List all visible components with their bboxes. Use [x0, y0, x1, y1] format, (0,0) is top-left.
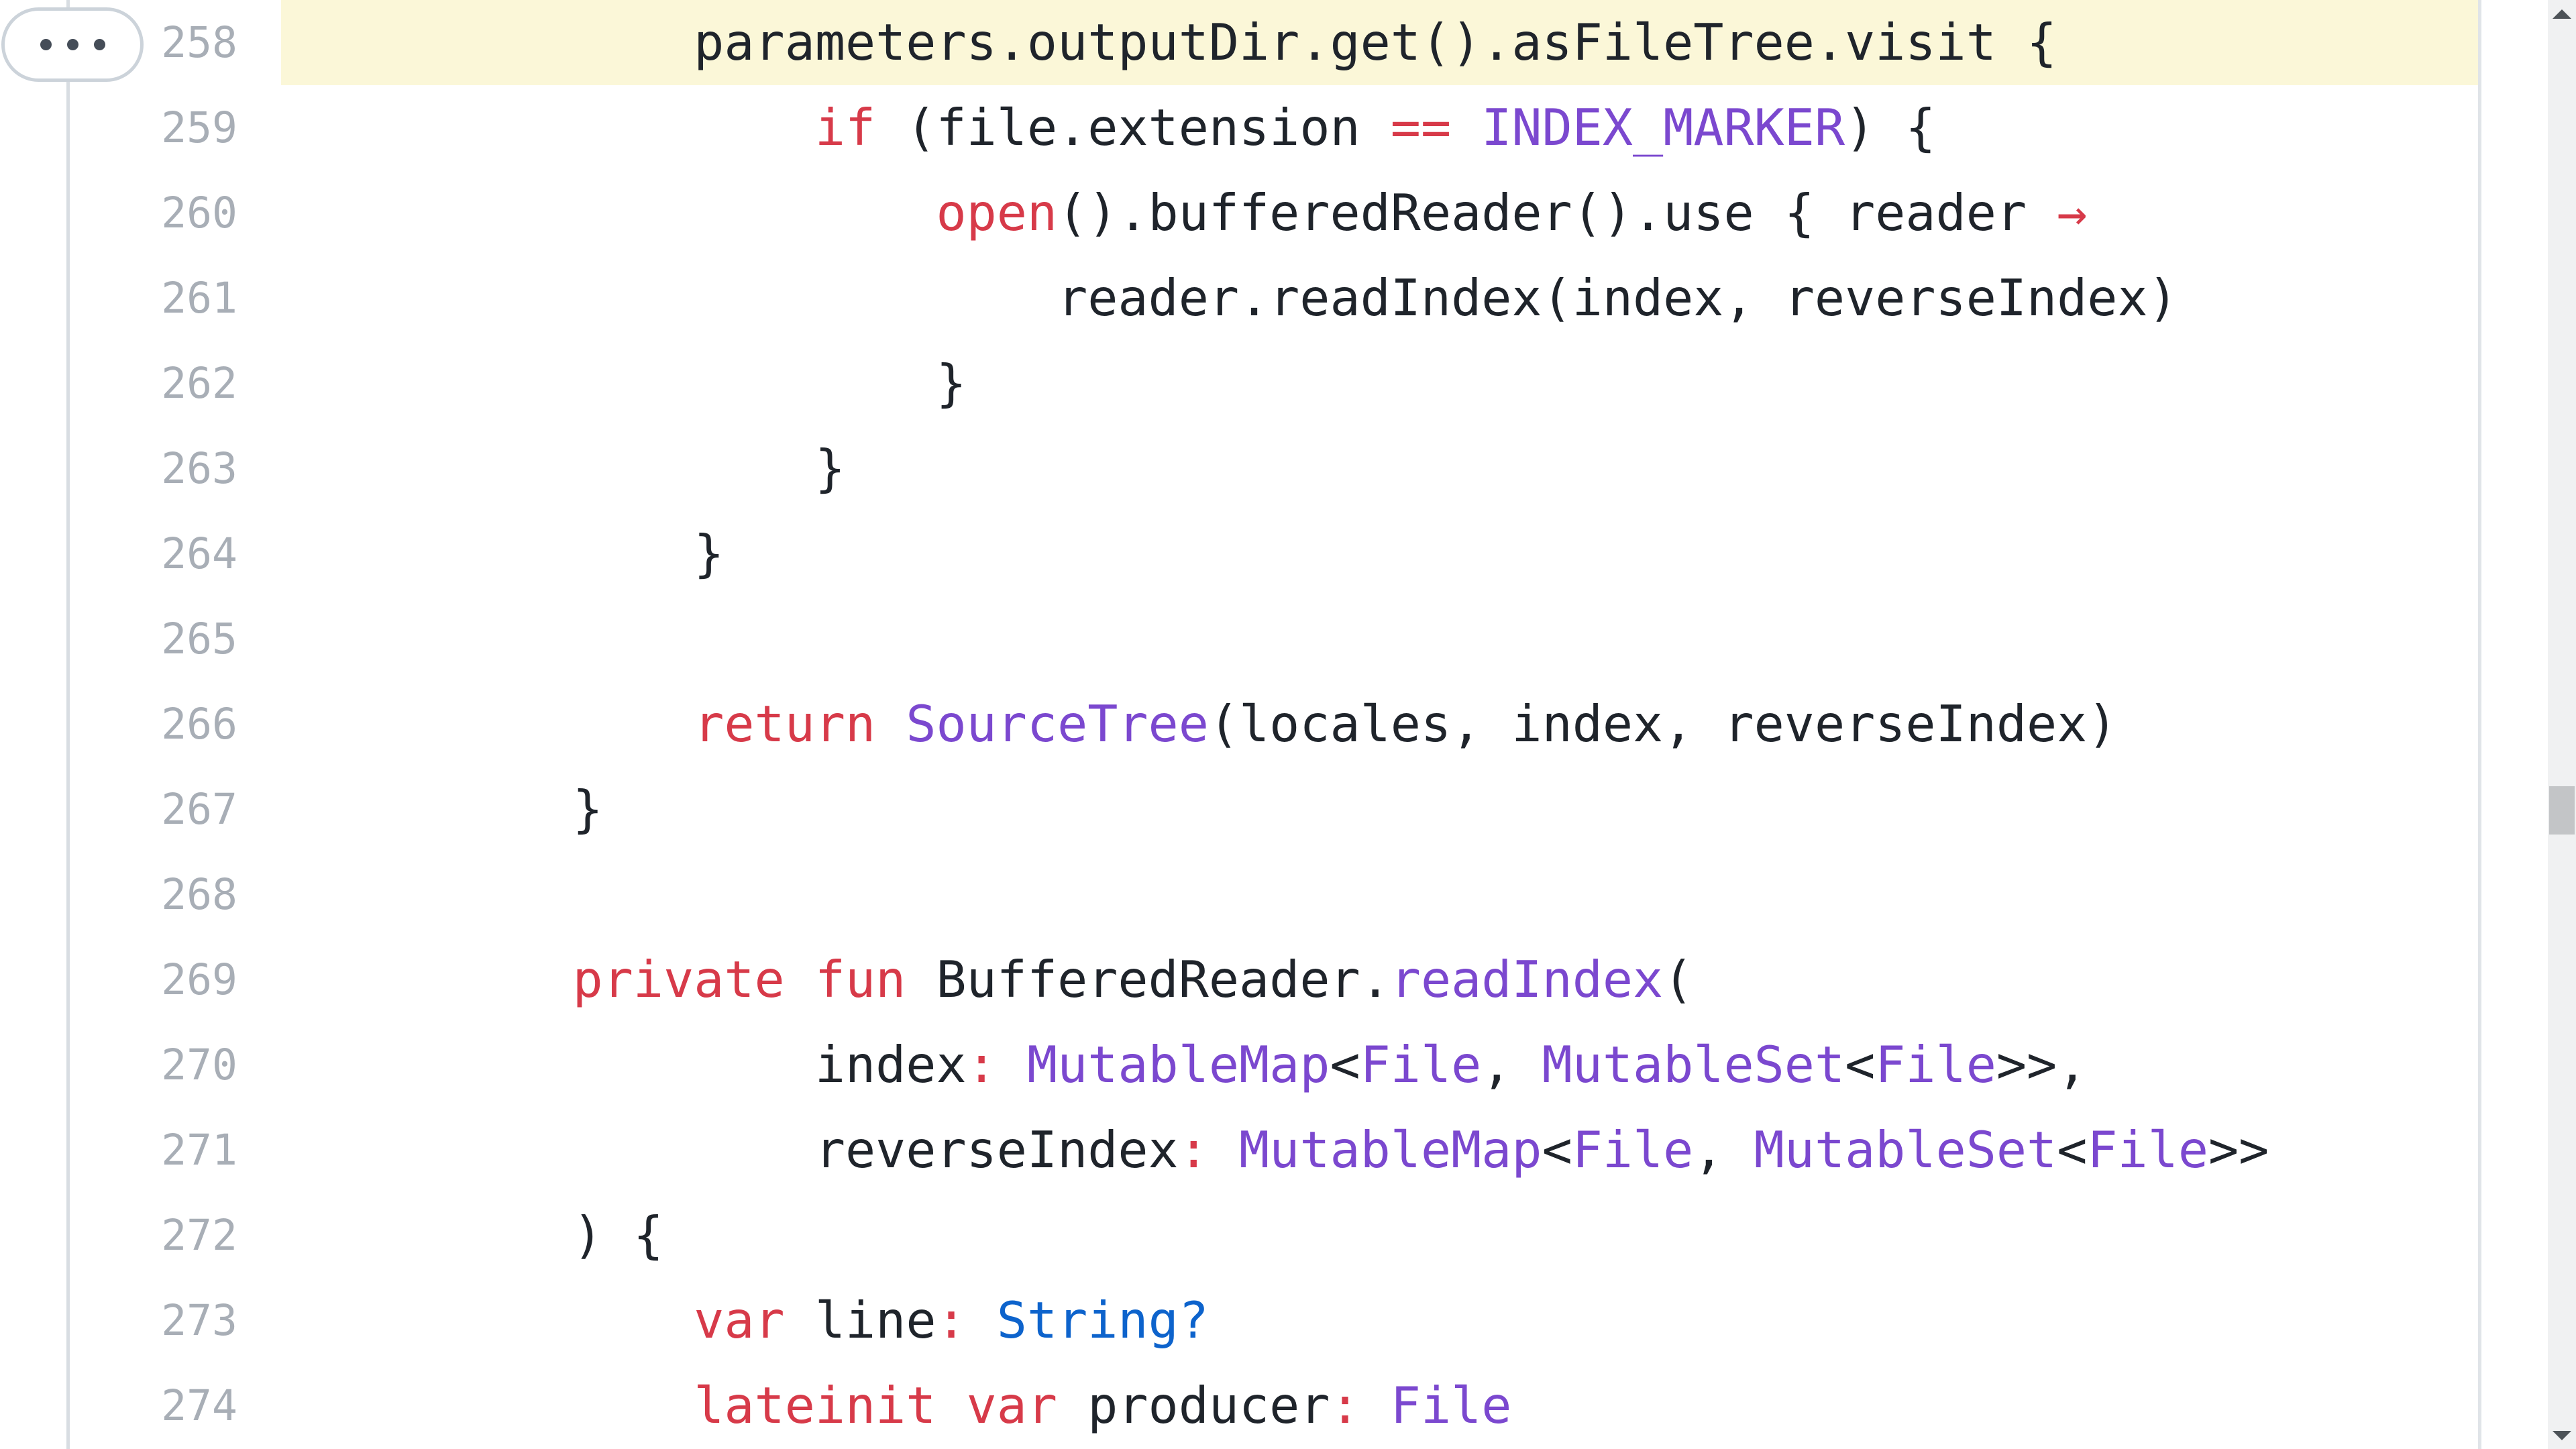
- code-line-row: 263 }: [0, 426, 2479, 511]
- code-text: }: [451, 780, 603, 839]
- line-number-gutter: 258: [0, 0, 281, 85]
- code-line-row: 261 reader.readIndex(index, reverseIndex…: [0, 256, 2479, 341]
- line-number[interactable]: 274: [161, 1381, 237, 1430]
- line-number[interactable]: 261: [161, 274, 237, 323]
- scrollbar-thumb[interactable]: [2549, 786, 2575, 835]
- line-number-gutter: 270: [0, 1022, 281, 1108]
- line-number-gutter: 261: [0, 256, 281, 341]
- code-text: if (file.extension == INDEX_MARKER) {: [814, 98, 1936, 157]
- line-number[interactable]: 272: [161, 1211, 237, 1260]
- code-line-row: 268: [0, 852, 2479, 937]
- code-line-row: 259 if (file.extension == INDEX_MARKER) …: [0, 85, 2479, 170]
- code-text: ) {: [451, 1205, 664, 1265]
- code-text: }: [451, 439, 845, 498]
- code-text: index: MutableMap<File, MutableSet<File>…: [451, 1035, 2088, 1094]
- line-number[interactable]: 263: [161, 444, 237, 493]
- line-number[interactable]: 265: [161, 614, 237, 663]
- vertical-scrollbar[interactable]: [2548, 0, 2576, 1449]
- line-number[interactable]: 270: [161, 1040, 237, 1089]
- code-lines: 258 parameters.outputDir.get().asFileTre…: [0, 0, 2479, 1448]
- line-number-gutter: 260: [0, 170, 281, 256]
- code-line-row: 264 }: [0, 511, 2479, 596]
- code-line-row: 271 reverseIndex: MutableMap<File, Mutab…: [0, 1108, 2479, 1193]
- code-line-row: 262 }: [0, 341, 2479, 426]
- line-number[interactable]: 271: [161, 1126, 237, 1175]
- line-number[interactable]: 273: [161, 1296, 237, 1345]
- line-number[interactable]: 259: [161, 103, 237, 152]
- code-text: open().bufferedReader().use { reader →: [936, 183, 2088, 242]
- line-number-gutter: 262: [0, 341, 281, 426]
- line-number-gutter: 268: [0, 852, 281, 937]
- code-text: [281, 596, 2479, 682]
- code-line-row: 269 private fun BufferedReader.readIndex…: [0, 937, 2479, 1022]
- code-text: var line: String?: [694, 1291, 1209, 1350]
- line-number[interactable]: 267: [161, 785, 237, 834]
- line-number-gutter: 264: [0, 511, 281, 596]
- code-text: [281, 852, 2479, 937]
- code-line-row: 270 index: MutableMap<File, MutableSet<F…: [0, 1022, 2479, 1108]
- code-line-row: 266 return SourceTree(locales, index, re…: [0, 682, 2479, 767]
- code-text: reader.readIndex(index, reverseIndex): [451, 268, 2178, 327]
- line-number-gutter: 269: [0, 937, 281, 1022]
- line-number-gutter: 271: [0, 1108, 281, 1193]
- code-text: reverseIndex: MutableMap<File, MutableSe…: [451, 1120, 2269, 1179]
- code-line-row: 273 var line: String?: [0, 1278, 2479, 1363]
- line-number-gutter: 259: [0, 85, 281, 170]
- code-line-row: 274 lateinit var producer: File: [0, 1363, 2479, 1448]
- code-line-row: 267 }: [0, 767, 2479, 852]
- code-text: }: [451, 524, 724, 583]
- line-number[interactable]: 260: [161, 189, 237, 237]
- code-line-row: 272 ) {: [0, 1193, 2479, 1278]
- line-number-gutter: 266: [0, 682, 281, 767]
- line-number-gutter: 274: [0, 1363, 281, 1448]
- line-number-gutter: 273: [0, 1278, 281, 1363]
- line-number[interactable]: 258: [161, 18, 237, 67]
- line-number-gutter: 267: [0, 767, 281, 852]
- scroll-down-arrow-icon[interactable]: [2553, 1431, 2571, 1440]
- code-text: lateinit var producer: File: [694, 1376, 1512, 1435]
- line-number-gutter: 265: [0, 596, 281, 682]
- code-text: parameters.outputDir.get().asFileTree.vi…: [281, 0, 2479, 85]
- line-number[interactable]: 264: [161, 529, 237, 578]
- gutter-connector-line: [66, 0, 70, 1449]
- line-number[interactable]: 268: [161, 870, 237, 919]
- line-number[interactable]: 269: [161, 955, 237, 1004]
- ellipsis-icon: [40, 39, 105, 50]
- code-line-row: 258 parameters.outputDir.get().asFileTre…: [0, 0, 2479, 85]
- scroll-up-arrow-icon[interactable]: [2553, 9, 2571, 19]
- code-line-row: 260 open().bufferedReader().use { reader…: [0, 170, 2479, 256]
- line-number-gutter: 272: [0, 1193, 281, 1278]
- line-number[interactable]: 266: [161, 700, 237, 749]
- code-text: private fun BufferedReader.readIndex(: [572, 950, 1694, 1009]
- code-line-row: 265: [0, 596, 2479, 682]
- line-number[interactable]: 262: [161, 359, 237, 408]
- line-number-gutter: 263: [0, 426, 281, 511]
- code-text: }: [451, 354, 967, 413]
- content-divider: [2478, 0, 2481, 1449]
- code-text: return SourceTree(locales, index, revers…: [694, 694, 2118, 753]
- expand-context-button[interactable]: [1, 7, 144, 82]
